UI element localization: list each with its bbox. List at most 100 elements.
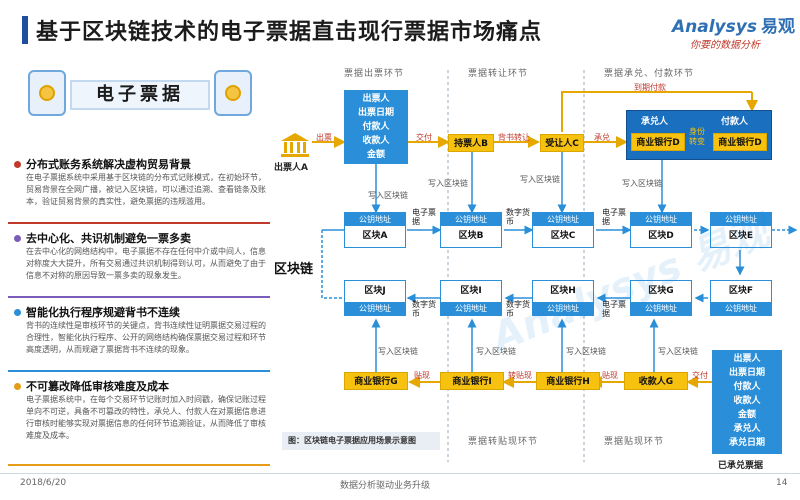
divider — [8, 222, 270, 224]
block-name: 区块A — [362, 231, 388, 241]
write-label: 写入区块链 — [520, 175, 560, 184]
bullet-icon — [14, 235, 21, 242]
stage-issue: 票据出票环节 — [344, 69, 405, 79]
info-item: 出票人 — [733, 354, 761, 364]
logo-en: Analysys — [672, 17, 757, 37]
block-e: 公钥地址区块E — [710, 212, 772, 248]
row1-link: 数字货币 — [506, 208, 530, 226]
holder-b: 持票人B — [448, 134, 494, 152]
payer-bank: 商业银行D — [713, 133, 767, 151]
block-name: 区块G — [648, 286, 674, 296]
block-name: 区块H — [550, 286, 576, 296]
info-item: 金额 — [366, 150, 385, 160]
footer-divider — [0, 473, 800, 474]
bullet-icon — [14, 383, 21, 390]
write-label: 写入区块链 — [378, 347, 418, 356]
pubkey-addr: 公钥地址 — [631, 302, 691, 315]
feature-body: 在去中心化的网络结构中，电子票据不存在任何中介或中间人，信息对称度大大提升，所有… — [26, 247, 266, 280]
block-b: 公钥地址区块B — [440, 212, 502, 248]
block-f: 区块F 公钥地址 — [710, 280, 772, 316]
payee-g: 收款人G — [624, 372, 688, 390]
write-label: 写入区块链 — [566, 347, 606, 356]
accepted-bill-label: 已承兑票据 — [718, 461, 764, 471]
info-item: 出票人 — [362, 94, 390, 104]
block-i: 区块I 公钥地址 — [440, 280, 502, 316]
bank-g: 商业银行G — [344, 372, 408, 390]
document-coin-icon — [28, 70, 66, 116]
write-label: 写入区块链 — [428, 179, 468, 188]
feature-body: 背书的连续性是审核环节的关键点，背书连续性证明票据交易过程的合理性，智能化执行程… — [26, 321, 266, 354]
row2-link: 数字货币 — [506, 300, 530, 318]
block-g: 区块G 公钥地址 — [630, 280, 692, 316]
divider — [8, 464, 270, 466]
payer-title: 付款人 — [721, 117, 749, 127]
write-label: 写入区块链 — [658, 347, 698, 356]
feature-heading: 分布式账务系统解决虚构贸易背景 — [26, 158, 191, 171]
pubkey-addr: 公钥地址 — [441, 213, 501, 226]
transferee-c: 受让人C — [540, 134, 584, 152]
pubkey-addr: 公钥地址 — [711, 213, 771, 226]
block-name: 区块F — [728, 286, 754, 296]
row1-link: 电子票据 — [602, 208, 626, 226]
bank-icon — [281, 133, 309, 157]
info-item: 收款人 — [362, 136, 390, 146]
link-discount: 贴现 — [414, 371, 430, 380]
accepted-info-box: 出票人 出票日期 付款人 收款人 金额 承兑人 承兑日期 — [712, 350, 782, 454]
pubkey-addr: 公钥地址 — [711, 302, 771, 315]
stage-discount: 票据贴现环节 — [604, 437, 665, 447]
info-item: 金额 — [737, 410, 756, 420]
feature-heading: 智能化执行程序规避背书不连续 — [26, 306, 180, 319]
bank-h: 商业银行H — [536, 372, 600, 390]
stage-accept: 票据承兑、付款环节 — [604, 69, 695, 79]
footer-slogan: 数据分析驱动业务升级 — [340, 481, 431, 491]
block-a: 公钥地址区块A — [344, 212, 406, 248]
pubkey-addr: 公钥地址 — [533, 213, 593, 226]
footer-date: 2018/6/20 — [20, 478, 67, 488]
stage-rediscount: 票据转贴现环节 — [468, 437, 539, 447]
acceptance-block: 承兑人 付款人 商业银行D 身份转变 商业银行D — [626, 110, 772, 160]
feature-body: 在电子票据系统中采用基于区块链的分布式记账模式，在初始环节，贸易背景在全网广播，… — [26, 173, 266, 206]
divider — [8, 296, 270, 298]
row2-link: 数字货币 — [412, 300, 436, 318]
write-label: 写入区块链 — [622, 179, 662, 188]
link-accept: 承兑 — [594, 133, 610, 142]
info-item: 出票日期 — [357, 108, 394, 118]
issuer-label: 出票人A — [274, 163, 308, 173]
diagram-lines — [312, 70, 798, 462]
link-issue: 出票 — [316, 133, 332, 142]
info-item: 出票日期 — [728, 368, 765, 378]
feature-heading: 去中心化、共识机制避免一票多卖 — [26, 232, 191, 245]
info-item: 付款人 — [733, 382, 761, 392]
row2-link: 电子票据 — [602, 300, 626, 318]
feature-body: 电子票据系统中，在每个交易环节记账时加入时间戳，确保记账过程单向不可逆，具备不可… — [26, 395, 266, 440]
panel-title: 电子票据 — [70, 80, 210, 110]
pubkey-addr: 公钥地址 — [631, 213, 691, 226]
bullet-icon — [14, 309, 21, 316]
info-item: 承兑人 — [733, 424, 761, 434]
blockchain-label: 区块链 — [274, 262, 314, 277]
block-name: 区块D — [648, 231, 674, 241]
link-discount: 贴现 — [602, 371, 618, 380]
block-name: 区块C — [550, 231, 576, 241]
write-label: 写入区块链 — [368, 191, 408, 200]
page-number: 14 — [776, 478, 788, 488]
link-deliver: 交付 — [416, 133, 432, 142]
link-endorse: 背书转让 — [498, 133, 530, 142]
pubkey-addr: 公钥地址 — [533, 302, 593, 315]
block-c: 公钥地址区块C — [532, 212, 594, 248]
info-item: 承兑日期 — [728, 438, 765, 448]
left-panel: 电子票据 分布式账务系统解决虚构贸易背景 在电子票据系统中采用基于区块链的分布式… — [8, 64, 270, 474]
block-name: 区块I — [460, 286, 482, 296]
logo-slogan: 你要的数据分析 — [690, 40, 760, 51]
logo-cn: 易观 — [760, 17, 795, 37]
stage-transfer: 票据转让环节 — [468, 69, 529, 79]
acceptor-title: 承兑人 — [641, 117, 669, 127]
feature-heading: 不可篡改降低审核难度及成本 — [26, 380, 169, 393]
pubkey-addr: 公钥地址 — [441, 302, 501, 315]
acceptor-bank: 商业银行D — [631, 133, 685, 151]
bank-i: 商业银行I — [440, 372, 504, 390]
issue-info-box: 出票人 出票日期 付款人 收款人 金额 — [344, 90, 408, 164]
link-deliver: 交付 — [692, 371, 708, 380]
figure-caption: 图：区块链电子票据应用场景示意图 — [282, 432, 440, 450]
identity-change: 身份转变 — [689, 127, 705, 146]
